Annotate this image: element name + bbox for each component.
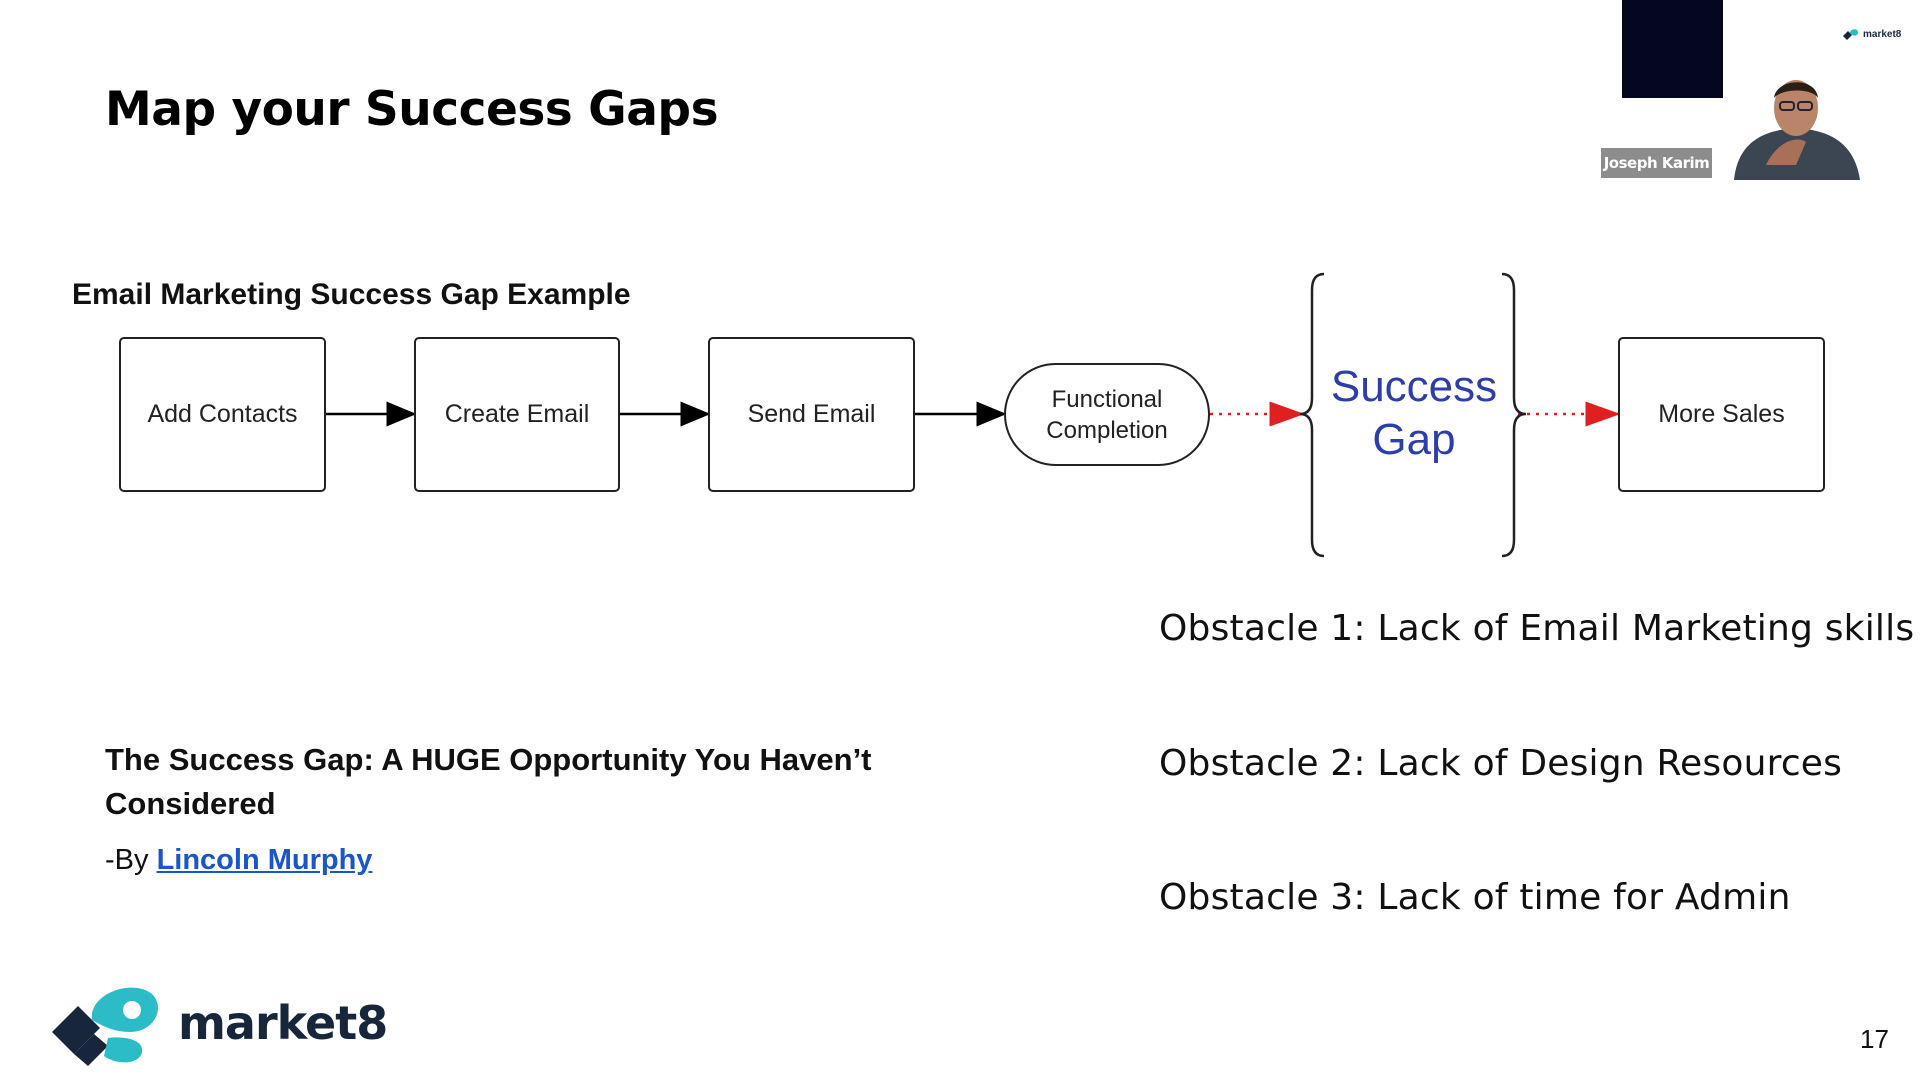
header-brand-logo: market8 <box>1842 24 1901 44</box>
gap-line-2: Gap <box>1372 415 1456 464</box>
article-byline: -By Lincoln Murphy <box>105 844 372 877</box>
outcome-more-sales: More Sales <box>1618 337 1825 492</box>
market8-logo-icon <box>52 987 158 1066</box>
obstacle-3: Obstacle 3: Lack of time for Admin <box>1159 877 1791 918</box>
diagram-label: Email Marketing Success Gap Example <box>72 278 631 311</box>
obstacle-1: Obstacle 1: Lack of Email Marketing skil… <box>1159 608 1915 649</box>
step-send-email: Send Email <box>708 337 915 492</box>
byline-prefix: -By <box>105 844 157 876</box>
slide-title: Map your Success Gaps <box>105 82 719 137</box>
header-brand-name: market8 <box>1863 28 1902 40</box>
obstacle-2: Obstacle 2: Lack of Design Resources <box>1159 743 1843 784</box>
video-background-tile <box>1622 0 1723 98</box>
left-brace <box>1299 272 1325 558</box>
participant-avatar-icon <box>1726 70 1868 180</box>
market8-logo-icon <box>1843 29 1859 40</box>
completion-line-1: Functional <box>1051 385 1163 413</box>
page-number: 17 <box>1860 1024 1889 1054</box>
completion-line-2: Completion <box>1046 416 1168 444</box>
footer-brand-name: market8 <box>178 996 388 1050</box>
article-title: The Success Gap: A HUGE Opportunity You … <box>105 742 872 821</box>
author-link[interactable]: Lincoln Murphy <box>156 844 373 876</box>
participant-name-tag: Joseph Karim <box>1601 148 1712 178</box>
step-add-contacts: Add Contacts <box>119 337 326 492</box>
functional-completion-node: Functional Completion <box>1004 363 1210 466</box>
success-gap-label: Success Gap <box>1316 360 1512 466</box>
right-brace <box>1501 272 1527 558</box>
step-create-email: Create Email <box>414 337 620 492</box>
participant-video <box>1726 70 1868 180</box>
gap-line-1: Success <box>1330 362 1498 411</box>
footer-logo: market8 <box>48 980 388 1066</box>
